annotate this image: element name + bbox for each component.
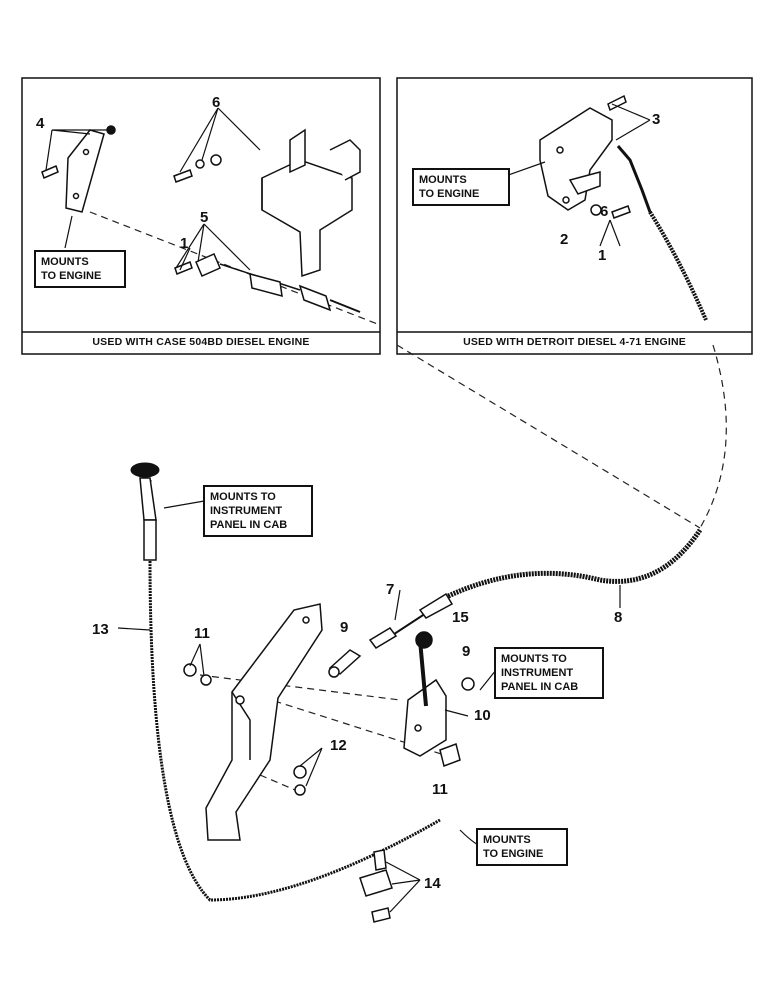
note-detroit-mounts-to-engine: MOUNTS TO ENGINE	[412, 168, 510, 206]
callout-7: 7	[386, 581, 395, 598]
callout-4: 4	[36, 115, 45, 132]
cable-swivel	[328, 627, 398, 678]
case-cable-end	[174, 253, 361, 313]
pedal-bracket	[183, 603, 323, 841]
callout-9-right: 9	[462, 643, 471, 660]
case-angle-bracket	[173, 128, 361, 278]
callout-3: 3	[652, 111, 661, 128]
callout-11-bottom: 11	[432, 781, 448, 798]
callout-8: 8	[614, 609, 623, 626]
hand-throttle-lever	[403, 631, 475, 767]
note-bottom-mounts-to-engine: MOUNTS TO ENGINE	[476, 828, 568, 866]
callout-5: 5	[200, 209, 209, 226]
case-engine-panel	[21, 77, 381, 355]
leader-lines	[45, 103, 651, 913]
callout-13: 13	[92, 621, 109, 638]
detroit-panel-caption: USED WITH DETROIT DIESEL 4-71 ENGINE	[463, 336, 686, 348]
throttle-cable	[384, 528, 703, 641]
callout-14: 14	[424, 875, 441, 892]
note-instrument-panel-top: MOUNTS TO INSTRUMENT PANEL IN CAB	[203, 485, 313, 537]
note-case-mounts-to-engine: MOUNTS TO ENGINE	[34, 250, 126, 288]
callout-12: 12	[330, 737, 347, 754]
detroit-cable	[616, 145, 708, 321]
detroit-mount-bracket	[539, 94, 631, 219]
note-instrument-panel-right: MOUNTS TO INSTRUMENT PANEL IN CAB	[494, 647, 604, 699]
case-mount-bracket	[41, 125, 116, 213]
callout-15: 15	[452, 609, 469, 626]
cable-clamp	[359, 849, 393, 923]
push-pull-cable	[130, 462, 441, 902]
callout-11-left: 11	[194, 625, 210, 642]
detroit-engine-panel	[396, 77, 753, 355]
callout-1-detroit: 1	[598, 247, 607, 264]
callout-10: 10	[474, 707, 491, 724]
case-panel-caption: USED WITH CASE 504BD DIESEL ENGINE	[92, 336, 310, 348]
callout-1-case: 1	[180, 235, 189, 252]
callout-6-detroit: 6	[600, 203, 609, 220]
callout-6-case: 6	[212, 94, 221, 111]
callout-2: 2	[560, 231, 569, 248]
callout-9-left: 9	[340, 619, 349, 636]
